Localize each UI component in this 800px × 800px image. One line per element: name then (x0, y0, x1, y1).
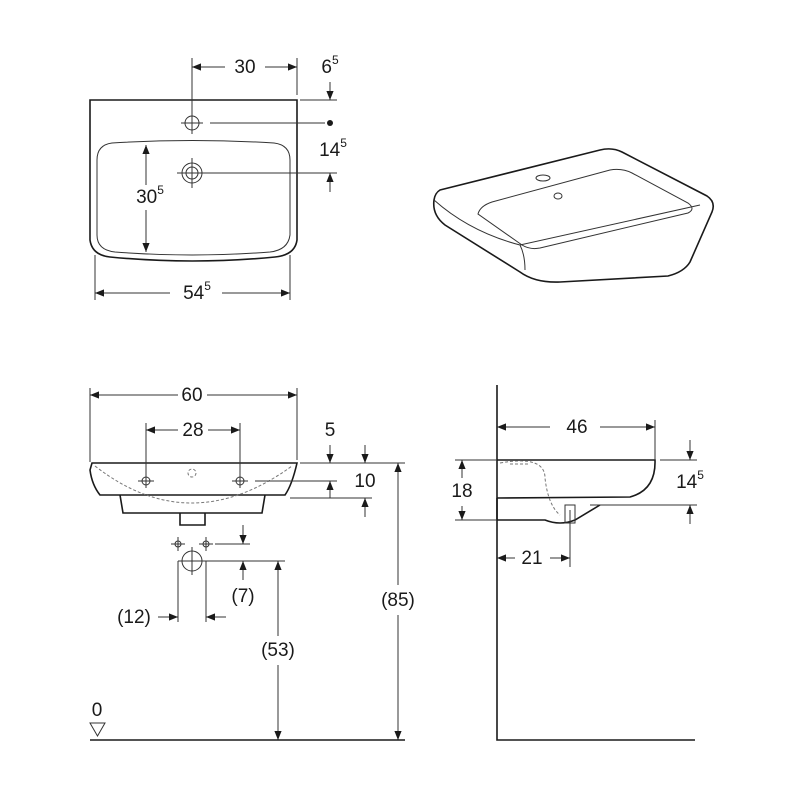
dim-6-5-label: 65 (321, 53, 339, 78)
dim-60-label: 60 (181, 385, 202, 406)
mounting-cross-right (232, 474, 248, 488)
dim-28-label: 28 (182, 420, 203, 441)
water-connection-right (199, 537, 213, 551)
dim-30-5-label: 305 (136, 183, 164, 208)
front-view: 60 28 5 10 (7) (12) (53) (85) 0 (89, 385, 415, 741)
tap-hole-isometric (535, 174, 551, 182)
isometric-view (432, 148, 714, 283)
mounting-cross-left (138, 474, 154, 488)
basin-isometric-bowl (477, 168, 693, 250)
basin-front-outline (89, 462, 299, 496)
dimension-dot (327, 120, 333, 126)
dim-14-5-side-label: 145 (676, 468, 704, 493)
dim-7-label: (7) (231, 586, 254, 607)
dim-30-label: 30 (234, 57, 255, 78)
floor-zero-label: 0 (92, 700, 103, 721)
basin-side-outline (496, 459, 656, 499)
dim-46-label: 46 (566, 417, 587, 438)
dim-18-label: 18 (451, 481, 472, 502)
basin-isometric-outline (432, 148, 714, 283)
dim-12-label: (12) (117, 607, 151, 628)
dim-5-label: 5 (325, 420, 336, 441)
basin-bowl-top (96, 140, 291, 256)
side-view: 46 18 145 21 (451, 385, 704, 741)
dim-53-label: (53) (261, 640, 295, 661)
dim-10-label: 10 (354, 471, 375, 492)
top-view: 30 65 145 305 545 (89, 53, 347, 304)
water-connection-left (171, 537, 185, 551)
waste-connection (178, 547, 206, 575)
dim-21-label: 21 (521, 548, 542, 569)
basin-outline-top (89, 99, 298, 262)
overflow-isometric (553, 192, 563, 200)
dim-54-5-label: 545 (183, 279, 211, 304)
dim-14-5-label: 145 (319, 136, 347, 161)
floor-level-triangle (89, 722, 106, 738)
dim-85-label: (85) (381, 590, 415, 611)
